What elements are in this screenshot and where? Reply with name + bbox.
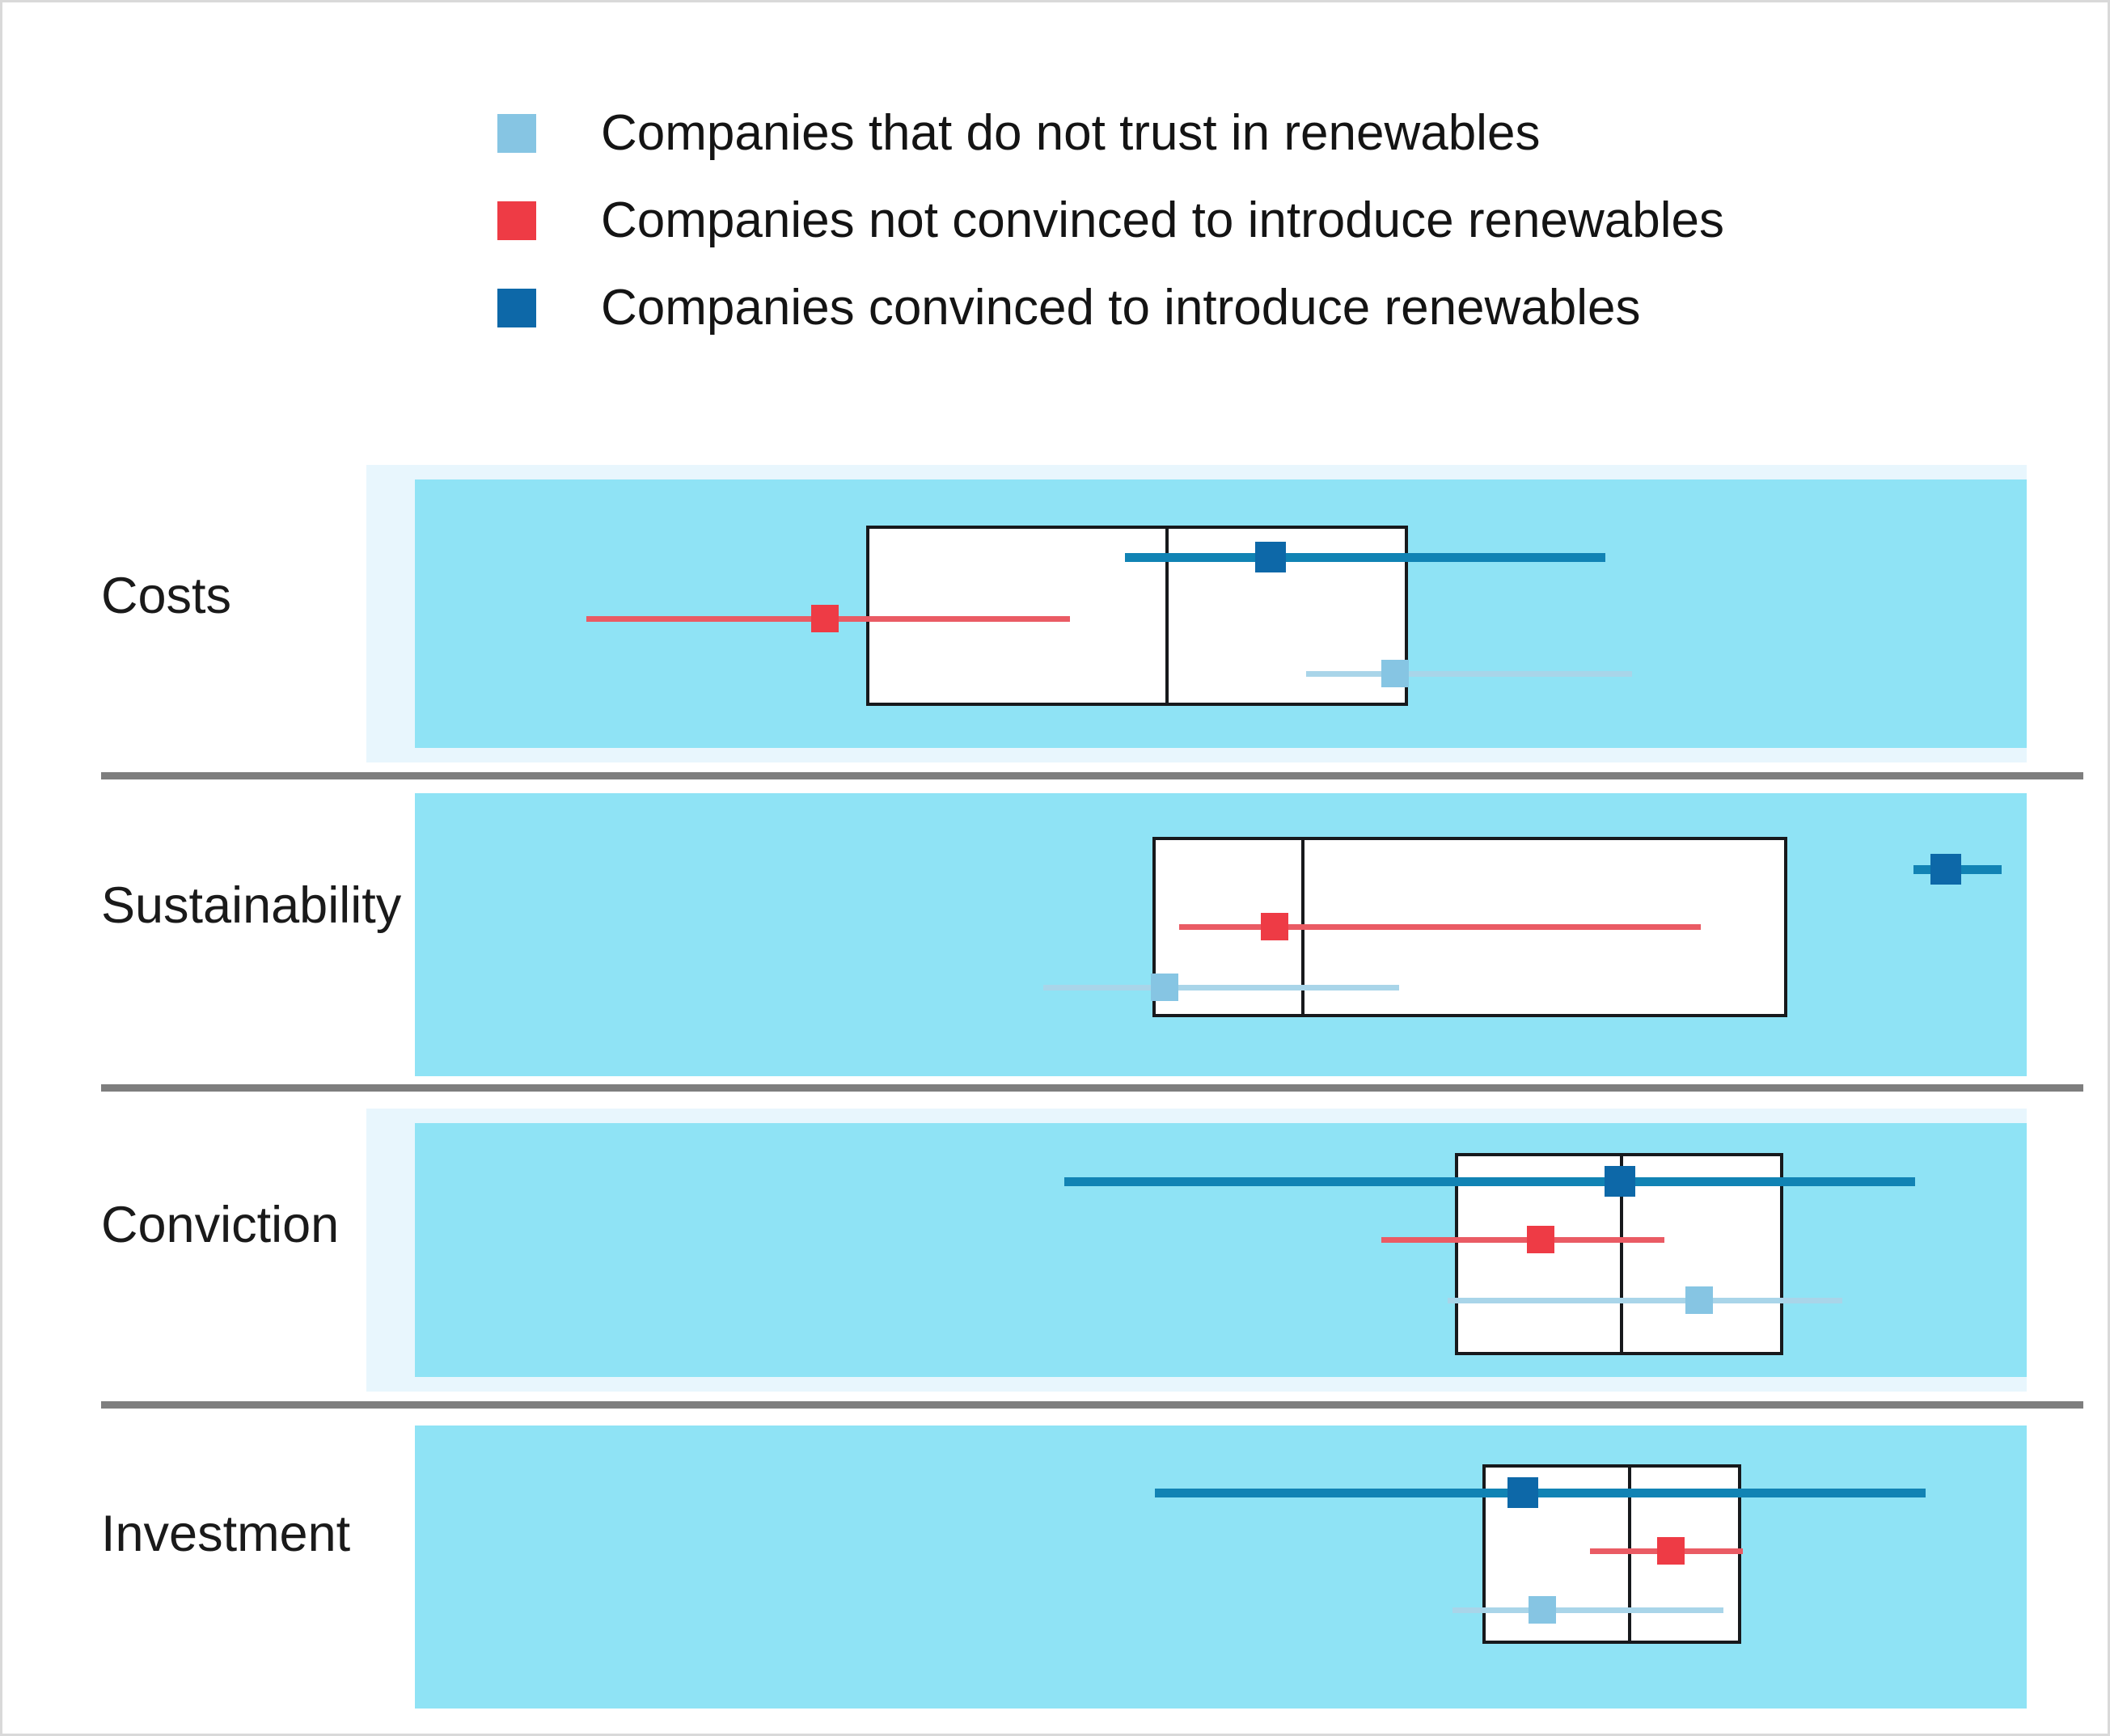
row-divider bbox=[101, 1084, 2083, 1092]
whisker-not-convinced bbox=[1179, 924, 1701, 930]
chart-legend: Companies that do not trust in renewable… bbox=[497, 90, 1724, 352]
marker-not-convinced bbox=[1527, 1226, 1554, 1253]
marker-convinced bbox=[1507, 1477, 1538, 1508]
legend-swatch-icon-no-trust bbox=[497, 114, 536, 153]
box-median-line bbox=[1165, 526, 1169, 706]
whisker-convinced bbox=[1155, 1489, 1926, 1497]
row-label-investment: Investment bbox=[101, 1506, 351, 1562]
legend-label-no-trust: Companies that do not trust in renewable… bbox=[601, 105, 1541, 161]
boxplot-row-sustainability bbox=[2, 793, 2110, 1076]
row-panel-background bbox=[415, 1123, 2027, 1377]
whisker-no-trust bbox=[1448, 1298, 1842, 1303]
marker-convinced bbox=[1255, 542, 1286, 572]
legend-item-no-trust: Companies that do not trust in renewable… bbox=[497, 90, 1724, 177]
legend-swatch-icon-not-convinced bbox=[497, 201, 536, 240]
marker-no-trust bbox=[1529, 1596, 1556, 1624]
box-median-line bbox=[1628, 1464, 1631, 1644]
box-median-line bbox=[1620, 1153, 1623, 1355]
row-panel-background bbox=[415, 1426, 2027, 1709]
legend-item-not-convinced: Companies not convinced to introduce ren… bbox=[497, 177, 1724, 264]
row-label-sustainability: Sustainability bbox=[101, 877, 402, 934]
whisker-convinced bbox=[1064, 1177, 1915, 1186]
row-divider bbox=[101, 772, 2083, 779]
boxplot-row-investment bbox=[2, 1426, 2110, 1709]
row-label-conviction: Conviction bbox=[101, 1197, 340, 1253]
whisker-convinced bbox=[1125, 553, 1605, 562]
legend-label-not-convinced: Companies not convinced to introduce ren… bbox=[601, 192, 1724, 248]
marker-not-convinced bbox=[811, 605, 839, 632]
row-label-costs: Costs bbox=[101, 568, 232, 624]
whisker-no-trust bbox=[1452, 1607, 1723, 1613]
marker-not-convinced bbox=[1261, 913, 1288, 940]
row-divider bbox=[101, 1401, 2083, 1409]
legend-swatch-icon-convinced bbox=[497, 289, 536, 327]
marker-not-convinced bbox=[1657, 1537, 1685, 1565]
marker-no-trust bbox=[1685, 1286, 1713, 1314]
legend-label-convinced: Companies convinced to introduce renewab… bbox=[601, 280, 1641, 336]
legend-item-convinced: Companies convinced to introduce renewab… bbox=[497, 264, 1724, 352]
whisker-not-convinced bbox=[1381, 1237, 1664, 1243]
whisker-no-trust bbox=[1043, 985, 1399, 990]
marker-convinced bbox=[1605, 1166, 1635, 1197]
marker-convinced bbox=[1930, 854, 1961, 885]
whisker-no-trust bbox=[1306, 671, 1632, 677]
marker-no-trust bbox=[1381, 660, 1409, 687]
marker-no-trust bbox=[1151, 974, 1178, 1001]
